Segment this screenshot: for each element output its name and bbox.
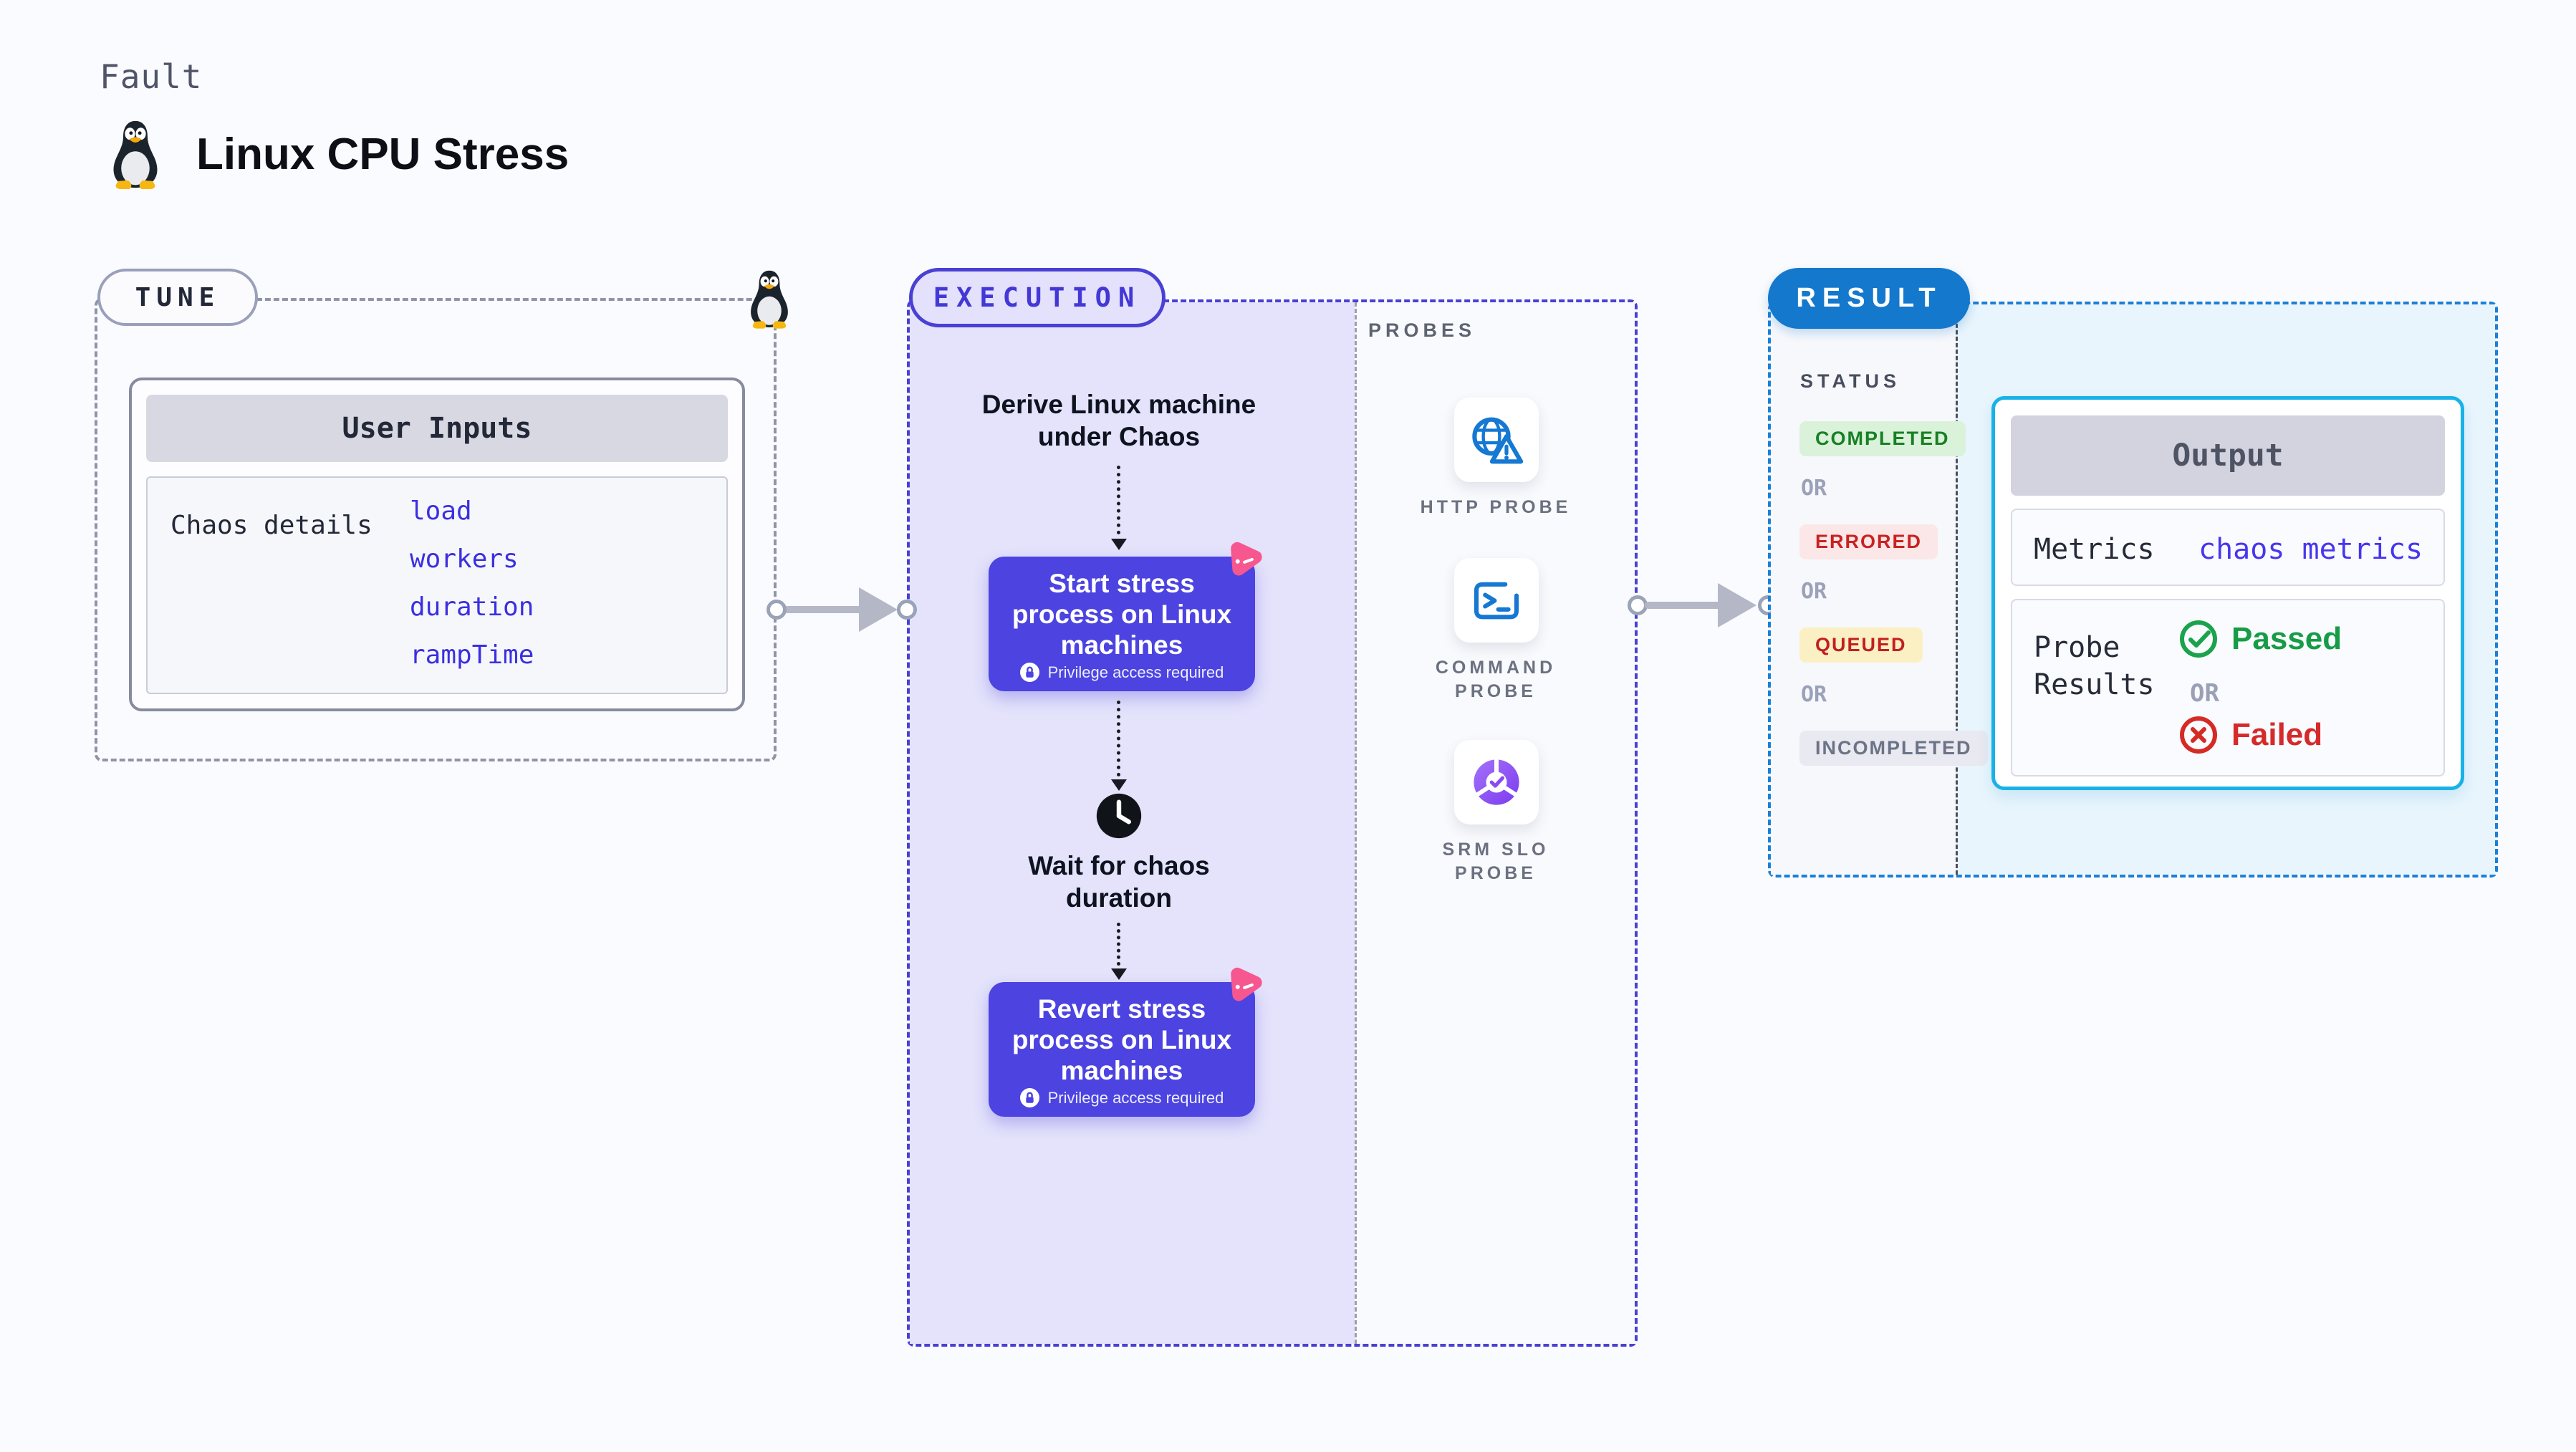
srm-slo-probe-label: SRM SLO PROBE — [1442, 840, 1549, 883]
execution-to-result-arrow — [1645, 602, 1724, 609]
wait-step-text: Wait for chaos duration — [1028, 851, 1210, 913]
or-separator: OR — [1801, 579, 1827, 604]
status-badge-queued: QUEUED — [1799, 628, 1923, 663]
param-link-load[interactable]: load — [410, 496, 472, 526]
clock-icon — [1095, 792, 1143, 840]
status-heading: STATUS — [1800, 370, 1900, 392]
check-circle-icon — [2180, 620, 2217, 658]
or-separator: OR — [2190, 679, 2219, 708]
page-kicker: Fault — [100, 57, 203, 96]
execution-to-result-arrowhead — [1718, 583, 1756, 628]
http-probe-card — [1454, 398, 1539, 482]
revert-stress-title: Revert stress process on Linux machines — [1011, 994, 1232, 1085]
probe-results-label: Probe Results — [2034, 631, 2155, 701]
command-probe-card — [1454, 558, 1539, 643]
probes-heading: PROBES — [1368, 319, 1476, 341]
connector-node — [897, 600, 917, 620]
http-probe-label: HTTP PROBE — [1420, 497, 1572, 517]
execution-pill: EXECUTION — [909, 268, 1166, 327]
privilege-note: Privilege access required — [989, 663, 1255, 682]
param-link-workers[interactable]: workers — [410, 544, 519, 574]
probe-results-row: Probe Results Passed OR Failed — [2011, 599, 2445, 777]
derive-step-text: Derive Linux machine under Chaos — [981, 390, 1256, 451]
start-stress-title: Start stress process on Linux machines — [1011, 569, 1232, 660]
privilege-note-text: Privilege access required — [1047, 663, 1224, 681]
status-panel — [1771, 304, 1956, 875]
srm-slo-probe-card — [1454, 740, 1539, 824]
metrics-row: Metrics chaos metrics — [2011, 509, 2445, 586]
chaos-details-label: Chaos details — [170, 511, 373, 540]
tune-section-box — [95, 298, 777, 761]
command-probe-label: COMMAND PROBE — [1435, 658, 1557, 701]
user-inputs-body: Chaos details load workers duration ramp… — [146, 476, 728, 694]
tune-pill: TUNE — [97, 269, 258, 326]
start-stress-card: Start stress process on Linux machines P… — [989, 542, 1262, 691]
param-link-ramptime[interactable]: rampTime — [410, 640, 534, 670]
privilege-note-text: Privilege access required — [1047, 1088, 1224, 1107]
flow-connector — [1117, 466, 1120, 534]
chaos-metrics-link[interactable]: chaos metrics — [2198, 533, 2423, 566]
output-card: Output Metrics chaos metrics Probe Resul… — [1991, 396, 2464, 790]
flow-connector — [1117, 701, 1120, 777]
tux-penguin-small-icon — [744, 268, 795, 330]
param-link-duration[interactable]: duration — [410, 592, 534, 622]
status-badge-completed: COMPLETED — [1799, 421, 1966, 456]
passed-result: Passed — [2178, 619, 2342, 659]
x-circle-icon — [2180, 716, 2217, 754]
output-header: Output — [2011, 415, 2445, 496]
flow-arrowhead — [1111, 539, 1127, 550]
tune-to-execution-arrowhead — [859, 587, 898, 632]
user-inputs-card: User Inputs Chaos details load workers d… — [129, 378, 745, 711]
lock-icon — [1019, 663, 1039, 682]
terminal-icon — [1474, 582, 1519, 619]
status-badge-errored: ERRORED — [1799, 524, 1938, 559]
page-title: Linux CPU Stress — [196, 129, 569, 179]
chaos-badge-icon — [1224, 539, 1267, 582]
tune-to-execution-arrow — [784, 606, 867, 613]
privilege-note: Privilege access required — [989, 1088, 1255, 1107]
passed-text: Passed — [2231, 621, 2342, 656]
slo-pie-icon — [1474, 757, 1519, 805]
or-separator: OR — [1801, 682, 1827, 707]
flow-arrowhead — [1111, 779, 1127, 791]
failed-result: Failed — [2178, 715, 2322, 755]
chaos-badge-icon — [1224, 965, 1267, 1008]
failed-text: Failed — [2231, 717, 2323, 752]
connector-node — [766, 600, 787, 620]
user-inputs-header: User Inputs — [146, 395, 728, 462]
tux-penguin-icon — [105, 119, 166, 189]
status-badge-incompleted: INCOMPLETED — [1799, 731, 1988, 766]
flow-connector — [1117, 923, 1120, 966]
lock-icon — [1019, 1088, 1039, 1107]
result-pill: RESULT — [1768, 268, 1970, 329]
globe-alert-icon — [1472, 417, 1524, 463]
revert-stress-card: Revert stress process on Linux machines … — [989, 967, 1262, 1117]
flow-arrowhead — [1111, 968, 1127, 980]
or-separator: OR — [1801, 476, 1827, 501]
metrics-label: Metrics — [2034, 533, 2155, 566]
